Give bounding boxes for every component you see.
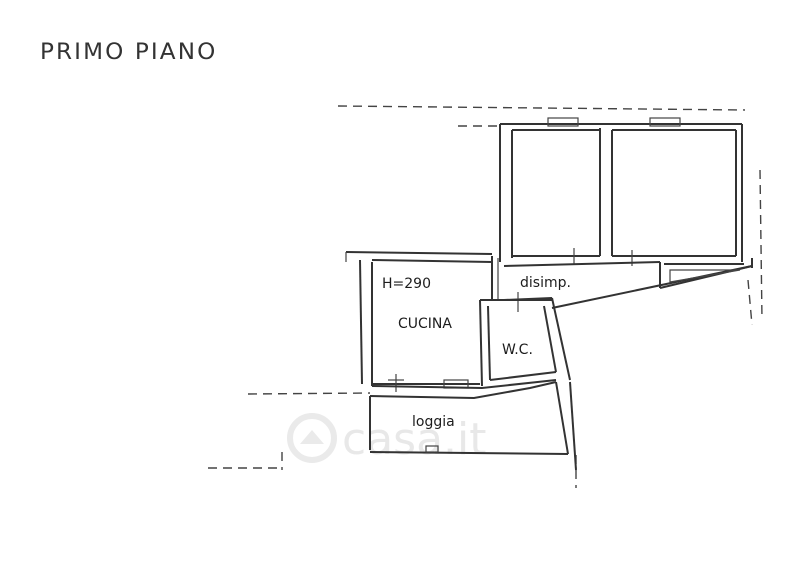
loggia-room [369,379,577,471]
room-height-label: H=290 [382,276,431,292]
floor-title: PRIMO PIANO [40,40,218,65]
loggia-label: loggia [412,414,455,430]
upper-rooms [497,117,743,300]
wc-label: W.C. [502,342,533,358]
watermark-logo: casa.it [287,413,487,465]
kitchen-label: CUCINA [398,316,452,332]
hallway-label: disimp. [520,275,571,291]
wc-room [479,297,571,387]
boundary-lines [208,105,763,488]
watermark-text: casa.it [342,414,487,465]
